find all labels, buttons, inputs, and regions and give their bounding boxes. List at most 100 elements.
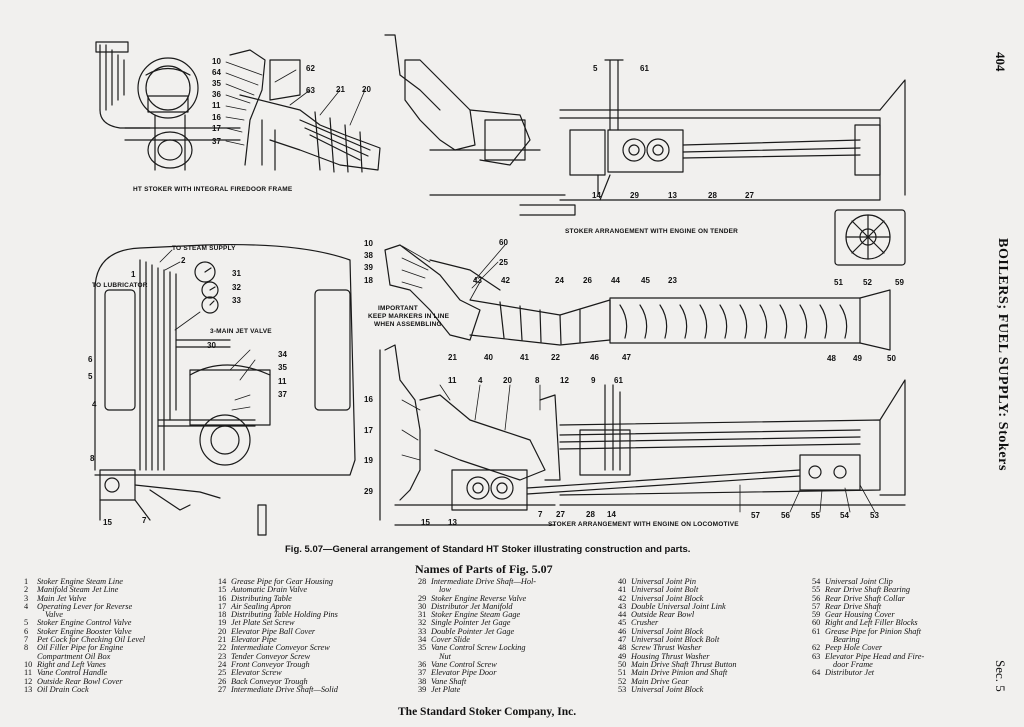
callout: 30 <box>207 341 216 350</box>
callout: 53 <box>870 511 879 520</box>
callout: 28 <box>586 510 595 519</box>
callout: 7 <box>142 516 147 525</box>
part-item: Valve <box>45 610 63 620</box>
callout: 33 <box>232 296 241 305</box>
callout: 15 <box>103 518 112 527</box>
callout: 31 <box>232 269 241 278</box>
locomotive-view-caption: STOKER ARRANGEMENT WITH ENGINE ON LOCOMO… <box>548 521 739 528</box>
callout: 52 <box>863 278 872 287</box>
callout: 41 <box>520 353 529 362</box>
markers-note-line-3: WHEN ASSEMBLING <box>374 321 442 328</box>
running-head: BOILERS; FUEL SUPPLY: Stokers <box>995 238 1010 472</box>
callout: 11 <box>448 376 457 385</box>
callout: 62 <box>306 64 315 73</box>
callout: 40 <box>484 353 493 362</box>
callout: 14 <box>607 510 616 519</box>
firedoor-frame-view <box>95 41 381 173</box>
callout: 8 <box>535 376 540 385</box>
callout: 35 <box>212 79 221 88</box>
callout: 50 <box>887 354 896 363</box>
callout: 1 <box>131 270 136 279</box>
callout: 60 <box>499 238 508 247</box>
markers-note-line-1: IMPORTANT <box>378 305 418 312</box>
part-item: Compartment Oil Box <box>37 651 111 661</box>
callout: 11 <box>278 377 287 386</box>
steam-supply-label: TO STEAM SUPPLY <box>172 245 236 252</box>
callout: 56 <box>781 511 790 520</box>
callout: 47 <box>622 353 631 362</box>
tender-engine-view <box>384 34 906 216</box>
callout: 29 <box>364 487 373 496</box>
callout: 20 <box>503 376 512 385</box>
callout: 64 <box>212 68 221 77</box>
callout: 29 <box>630 191 639 200</box>
conveyor-screw-view <box>384 209 906 351</box>
callout: 39 <box>364 263 373 272</box>
callout: 4 <box>92 400 97 409</box>
part-item: low <box>439 585 451 595</box>
callout: 21 <box>336 85 345 94</box>
callout: 61 <box>614 376 623 385</box>
callout: 6 <box>88 355 93 364</box>
callout: 51 <box>834 278 843 287</box>
markers-note-line-2: KEEP MARKERS IN LINE <box>368 313 450 320</box>
callout: 44 <box>611 276 620 285</box>
callout: 37 <box>278 390 287 399</box>
tender-view-caption: STOKER ARRANGEMENT WITH ENGINE ON TENDER <box>565 228 739 235</box>
callout: 5 <box>593 64 598 73</box>
callout: 20 <box>362 85 371 94</box>
callout: 37 <box>212 137 221 146</box>
callout: 16 <box>212 113 221 122</box>
part-item: Nut <box>439 651 451 661</box>
callout: 26 <box>583 276 592 285</box>
backhead-view <box>94 243 356 536</box>
callout: 18 <box>364 276 373 285</box>
callout: 19 <box>364 456 373 465</box>
callout: 46 <box>590 353 599 362</box>
callout: 15 <box>421 518 430 527</box>
main-jet-valve-label: 3-MAIN JET VALVE <box>210 328 272 335</box>
part-item: Bearing <box>833 635 860 645</box>
callout: 17 <box>212 124 221 133</box>
publisher-footer: The Standard Stoker Company, Inc. <box>398 706 577 718</box>
callout: 54 <box>840 511 849 520</box>
